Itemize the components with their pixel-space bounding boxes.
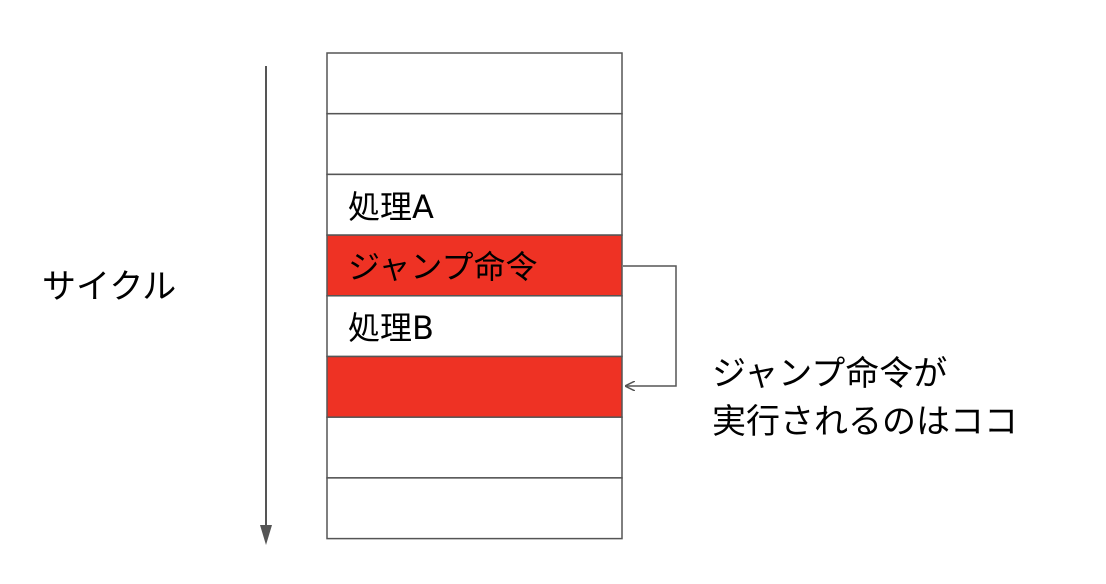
- cycle-axis-arrowhead: [260, 525, 272, 545]
- jump-execution-note: ジャンプ命令が 実行されるのはココ: [712, 350, 1018, 446]
- jump-execution-note-line1: ジャンプ命令が: [712, 354, 948, 394]
- jump-connector: [623, 265, 677, 386]
- row-label-jump-instruction: ジャンプ命令: [348, 248, 538, 286]
- instruction-row: [326, 477, 623, 540]
- row-label-process-a: 処理A: [348, 188, 434, 226]
- instruction-row: [326, 52, 623, 115]
- jump-execution-note-line2: 実行されるのはココ: [712, 402, 1018, 442]
- instruction-row-highlighted: [326, 355, 623, 418]
- instruction-row: [326, 416, 623, 479]
- instruction-row: [326, 295, 623, 358]
- instruction-row: [326, 173, 623, 236]
- instruction-row-highlighted: [326, 234, 623, 297]
- row-label-process-b: 処理B: [348, 309, 434, 347]
- instruction-row: [326, 112, 623, 176]
- instruction-rows: [326, 52, 623, 540]
- cycle-axis-label: サイクル: [42, 267, 177, 307]
